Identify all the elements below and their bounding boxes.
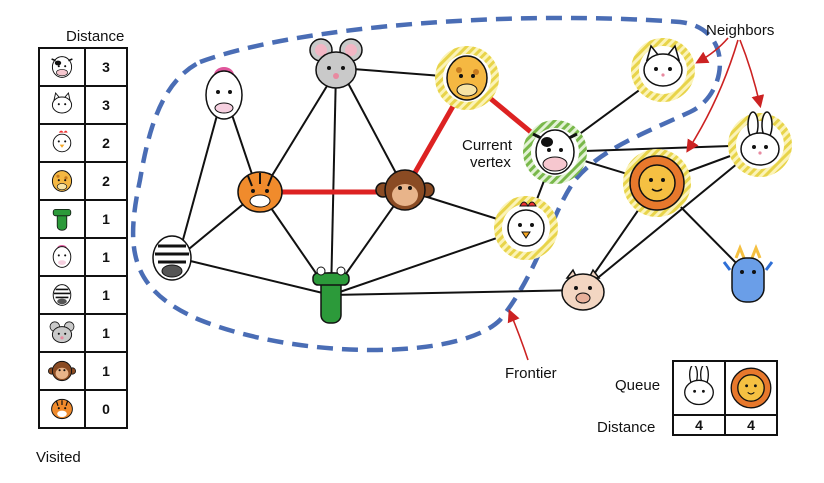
visited-row: 2 — [38, 123, 128, 163]
rabbit-icon — [684, 366, 714, 406]
frontier-arrow — [507, 309, 529, 361]
queue-animal-cell — [672, 360, 726, 416]
visited-animal-cell — [38, 275, 86, 315]
neighbor-arrows — [686, 37, 765, 153]
node-rabbit — [728, 111, 792, 177]
visited-distance-header: Distance — [66, 28, 125, 45]
visited-row: 1 — [38, 237, 128, 277]
frontier-label: Frontier — [505, 365, 557, 382]
visited-animal-cell — [38, 85, 86, 125]
zebra-icon — [52, 284, 72, 306]
node-crocodile — [312, 266, 350, 324]
cat-icon — [51, 91, 73, 114]
visited-row: 3 — [38, 47, 128, 87]
visited-distance-cell: 3 — [84, 85, 128, 125]
current-vertex-label-line1: Current — [462, 137, 513, 154]
neighbors-label: Neighbors — [706, 22, 775, 39]
current-vertex-label-line2: vertex — [470, 154, 511, 171]
visited-row: 2 — [38, 161, 128, 201]
node-tiger — [237, 171, 283, 213]
queue-distance-label: Distance — [597, 419, 656, 436]
node-mouse — [309, 38, 363, 89]
visited-row: 1 — [38, 199, 128, 239]
node-dragon — [722, 243, 774, 303]
lion-icon — [730, 367, 772, 409]
visited-animal-cell — [38, 313, 86, 353]
node-monkey — [375, 169, 435, 211]
visited-animal-cell — [38, 161, 86, 201]
queue-distance-cell: 4 — [672, 414, 726, 436]
visited-animal-cell — [38, 199, 86, 239]
visited-distance-cell: 1 — [84, 313, 128, 353]
node-pig — [561, 268, 605, 311]
node-lion — [623, 149, 691, 217]
crocodile-icon — [52, 209, 72, 231]
node-zebra — [152, 235, 192, 281]
visited-distance-cell: 1 — [84, 199, 128, 239]
node-cat — [631, 38, 695, 102]
visited-distance-cell: 1 — [84, 275, 128, 315]
mouse-icon — [49, 321, 75, 344]
visited-distance-cell: 2 — [84, 161, 128, 201]
visited-distance-cell: 3 — [84, 47, 128, 87]
visited-row: 3 — [38, 85, 128, 125]
giraffe-icon — [51, 170, 73, 192]
visited-distance-cell: 1 — [84, 351, 128, 391]
visited-distance-cell: 1 — [84, 237, 128, 277]
visited-animal-cell — [38, 389, 86, 429]
visited-distance-cell: 0 — [84, 389, 128, 429]
unicorn-icon — [52, 245, 72, 268]
queue-distance-cell: 4 — [724, 414, 778, 436]
visited-label: Visited — [36, 449, 81, 466]
visited-distance-cell: 2 — [84, 123, 128, 163]
visited-animal-cell — [38, 351, 86, 391]
tiger-icon — [51, 398, 73, 420]
queue-label: Queue — [615, 377, 661, 394]
queue-animal-cell — [724, 360, 778, 416]
node-cow-current — [523, 120, 587, 184]
visited-row: 1 — [38, 275, 128, 315]
node-chicken — [494, 196, 558, 260]
visited-row: 1 — [38, 313, 128, 353]
visited-animal-cell — [38, 237, 86, 277]
node-unicorn — [205, 67, 243, 120]
node-giraffe — [435, 46, 499, 110]
visited-row: 0 — [38, 389, 128, 429]
chicken-icon — [52, 130, 72, 153]
visited-row: 1 — [38, 351, 128, 391]
visited-animal-cell — [38, 123, 86, 163]
cow-icon — [51, 56, 73, 78]
monkey-icon — [48, 360, 76, 382]
visited-animal-cell — [38, 47, 86, 87]
